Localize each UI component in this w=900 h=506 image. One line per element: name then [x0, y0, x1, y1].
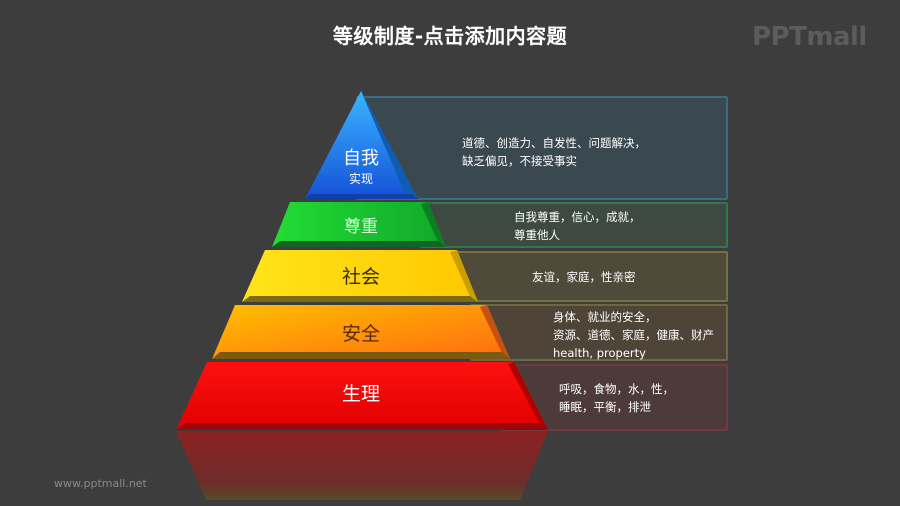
desc-box-social: 友谊，家庭，性亲密	[440, 251, 728, 302]
page-title: 等级制度-点击添加内容题	[332, 24, 568, 48]
pyramid-reflection	[176, 431, 548, 500]
level-physiological[interactable]	[176, 362, 548, 430]
level-label-esteem: 尊重	[321, 212, 401, 237]
level-label-physiological: 生理	[321, 379, 401, 406]
level-esteem[interactable]	[272, 202, 446, 247]
desc-line: 身体、就业的安全，	[553, 310, 657, 324]
level-name: 生理	[341, 383, 380, 405]
desc-line: 呼吸，食物，水，性，	[559, 382, 674, 396]
desc-line: 友谊，家庭，性亲密	[532, 270, 636, 284]
level-safety[interactable]	[212, 305, 510, 359]
desc-line: 道德、创造力、自发性、问题解决，	[462, 136, 646, 150]
desc-line: 资源、道德、家庭，健康、财产	[553, 328, 714, 342]
desc-line: 缺乏偏见，不接受事实	[462, 154, 577, 168]
level-label-social: 社会	[321, 262, 401, 289]
level-social[interactable]	[242, 250, 478, 302]
desc-line: health, property	[553, 346, 646, 360]
footer-url: www.pptmall.net	[54, 477, 147, 490]
desc-box-esteem: 自我尊重，信心，成就， 尊重他人	[420, 202, 728, 248]
level-name: 社会	[341, 266, 380, 288]
desc-box-safety: 身体、就业的安全， 资源、道德、家庭，健康、财产 health, propert…	[470, 304, 728, 361]
desc-line: 尊重他人	[514, 228, 560, 242]
desc-line: 睡眠，平衡，排泄	[559, 400, 651, 414]
level-label-self-actualization: 自我 实现	[331, 148, 391, 188]
desc-line: 自我尊重，信心，成就，	[514, 210, 641, 224]
pptmall-logo: PPTmall	[752, 22, 867, 52]
level-self-actualization[interactable]	[305, 91, 418, 199]
level-name: 尊重	[344, 217, 378, 237]
level-sub: 实现	[348, 172, 373, 186]
level-name: 安全	[341, 323, 380, 345]
level-label-safety: 安全	[321, 319, 401, 346]
level-name: 自我	[343, 148, 379, 169]
